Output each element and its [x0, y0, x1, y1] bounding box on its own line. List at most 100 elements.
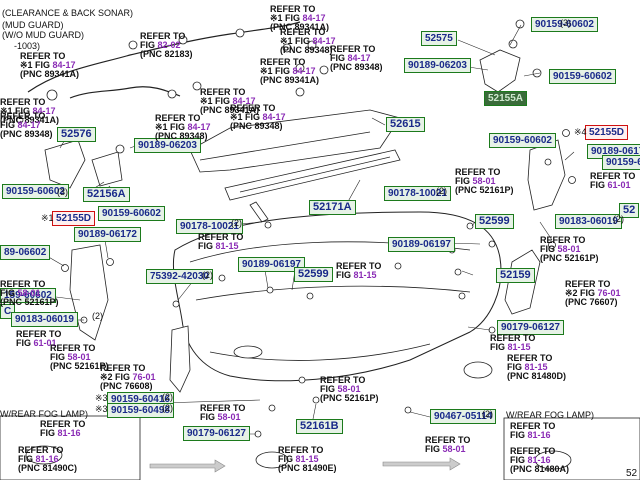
refer-to-text: REFER TO: [198, 232, 244, 242]
part-label-90179-06127[interactable]: 90179-06127: [497, 320, 564, 335]
part-label-52155d[interactable]: 52155D: [585, 125, 629, 140]
figure-link[interactable]: 58-01: [17, 288, 41, 298]
part-label-90189-06197[interactable]: 90189-06197: [388, 237, 455, 252]
refer-to-text: REFER TO: [155, 113, 201, 123]
figure-link[interactable]: 84-17: [17, 120, 41, 130]
part-label-90189-06203[interactable]: 90189-06203: [404, 58, 471, 73]
quantity-label: (2): [231, 218, 242, 228]
part-label-90179-06127[interactable]: 90179-06127: [183, 426, 250, 441]
figure-reference: FIG 84-17: [0, 121, 53, 130]
part-label-90159-60602[interactable]: 90159-60602: [531, 17, 598, 32]
figure-prefix: FIG: [320, 384, 338, 394]
figure-link[interactable]: 58-01: [217, 412, 241, 422]
part-label-52576[interactable]: 52576: [57, 127, 96, 142]
figure-prefix: ※1 FIG: [20, 60, 53, 70]
part-label-52599[interactable]: 52599: [294, 267, 333, 282]
pnc-code: (PNC 81490E): [278, 463, 337, 473]
refer-to-text: REFER TO: [320, 375, 366, 385]
part-label-75392-42030[interactable]: 75392-42030: [146, 269, 213, 284]
figure-prefix: ※1 FIG: [230, 112, 263, 122]
figure-link[interactable]: 84-17: [302, 13, 326, 23]
figure-prefix: FIG: [510, 430, 528, 440]
refer-to-text: REFER TO: [0, 111, 46, 121]
part-label-52575[interactable]: 52575: [421, 31, 457, 46]
figure-link[interactable]: 76-01: [132, 372, 156, 382]
part-label-90467-05114[interactable]: 90467-05114: [430, 409, 497, 424]
figure-prefix: ※2 FIG: [100, 372, 133, 382]
figure-prefix: ※1 FIG: [155, 122, 188, 132]
part-label-90178-10021[interactable]: 90178-10021: [176, 219, 243, 234]
refer-to-text: REFER TO: [507, 353, 553, 363]
part-label-90189-06172[interactable]: 90189-06172: [74, 227, 141, 242]
figure-link[interactable]: 81-16: [527, 455, 551, 465]
figure-link[interactable]: 61-01: [33, 338, 57, 348]
rear-fog-lamp-left-label: W/REAR FOG LAMP): [0, 409, 89, 419]
figure-link[interactable]: 84-17: [32, 106, 56, 116]
part-label-90159-60602[interactable]: 90159-60602: [98, 206, 165, 221]
refer-to-text: REFER TO: [490, 333, 536, 343]
part-label-52155d[interactable]: 52155D: [52, 211, 96, 226]
figure-reference: ※2 FIG 76-01: [565, 289, 621, 298]
figure-link[interactable]: 82-02: [157, 40, 181, 50]
part-label-52171a[interactable]: 52171A: [309, 200, 356, 215]
pnc-code: (PNC 76607): [565, 297, 618, 307]
figure-link[interactable]: 81-15: [353, 270, 377, 280]
part-label-90183-06019[interactable]: 90183-06019: [11, 312, 78, 327]
part-label-90159-60602[interactable]: 90159-60602: [2, 184, 69, 199]
figure-link[interactable]: 58-01: [337, 384, 361, 394]
figure-link[interactable]: 76-01: [597, 288, 621, 298]
pnc-code: (PNC 89341A): [200, 105, 260, 115]
part-label-159-60602-partial[interactable]: 159-60602: [0, 288, 56, 303]
part-label-52599[interactable]: 52599: [475, 214, 514, 229]
figure-link[interactable]: 81-15: [507, 342, 531, 352]
figure-link[interactable]: 81-15: [524, 362, 548, 372]
figure-link[interactable]: 84-17: [347, 53, 371, 63]
figure-link[interactable]: 84-17: [262, 112, 286, 122]
part-label-52161b[interactable]: 52161B: [296, 419, 343, 434]
figure-prefix: FIG: [425, 444, 443, 454]
figure-link[interactable]: 58-01: [67, 352, 91, 362]
refer-to-text: REFER TO: [510, 446, 556, 456]
part-label-89-06602-partial[interactable]: 89-06602: [0, 245, 51, 260]
part-label-90189-06203[interactable]: 90189-06203: [134, 138, 201, 153]
part-label-90159-60498[interactable]: 90159-60498: [107, 403, 174, 418]
figure-link[interactable]: 84-17: [312, 36, 336, 46]
part-label-90183-06019[interactable]: 90183-06019: [555, 214, 622, 229]
refer-to-text: REFER TO: [100, 363, 146, 373]
part-label-52159[interactable]: 52159: [496, 268, 535, 283]
figure-link[interactable]: 84-17: [292, 66, 316, 76]
figure-link[interactable]: 58-01: [557, 244, 581, 254]
figure-link[interactable]: 84-17: [52, 60, 76, 70]
part-label-52615[interactable]: 52615: [386, 117, 425, 132]
part-label-90178-10021[interactable]: 90178-10021: [384, 186, 451, 201]
part-label-90159-60602[interactable]: 90159-60602: [549, 69, 616, 84]
part-label-90189-06197[interactable]: 90189-06197: [238, 257, 305, 272]
figure-link[interactable]: 81-16: [527, 430, 551, 440]
part-label-52156a[interactable]: 52156A: [83, 187, 130, 202]
part-label-90159-60602[interactable]: 90159-60602: [489, 133, 556, 148]
figure-reference: FIG 81-15: [507, 363, 566, 372]
refer-to-text: REFER TO: [0, 279, 46, 289]
part-label-90159-60602[interactable]: 90159-60602: [602, 155, 640, 170]
note-symbol: ※3: [95, 404, 108, 414]
figure-link[interactable]: 81-16: [35, 454, 59, 464]
refer-to-text: REFER TO: [200, 403, 246, 413]
figure-prefix: FIG: [330, 53, 348, 63]
refer-to-note: REFER TO※2 FIG 76-01(PNC 76608): [100, 364, 156, 391]
part-label-52-partial[interactable]: 52: [619, 203, 640, 218]
pnc-code: (PNC 52161P): [0, 297, 59, 307]
figure-link[interactable]: 61-01: [607, 180, 631, 190]
figure-link[interactable]: 81-15: [215, 241, 239, 251]
figure-link[interactable]: 84-17: [232, 96, 256, 106]
figure-link[interactable]: 84-17: [187, 122, 211, 132]
figure-link[interactable]: 58-01: [472, 176, 496, 186]
figure-link[interactable]: 58-01: [442, 444, 466, 454]
part-label-52155a[interactable]: 52155A: [484, 91, 528, 106]
figure-link[interactable]: 81-16: [57, 428, 81, 438]
figure-link[interactable]: 81-15: [295, 454, 319, 464]
